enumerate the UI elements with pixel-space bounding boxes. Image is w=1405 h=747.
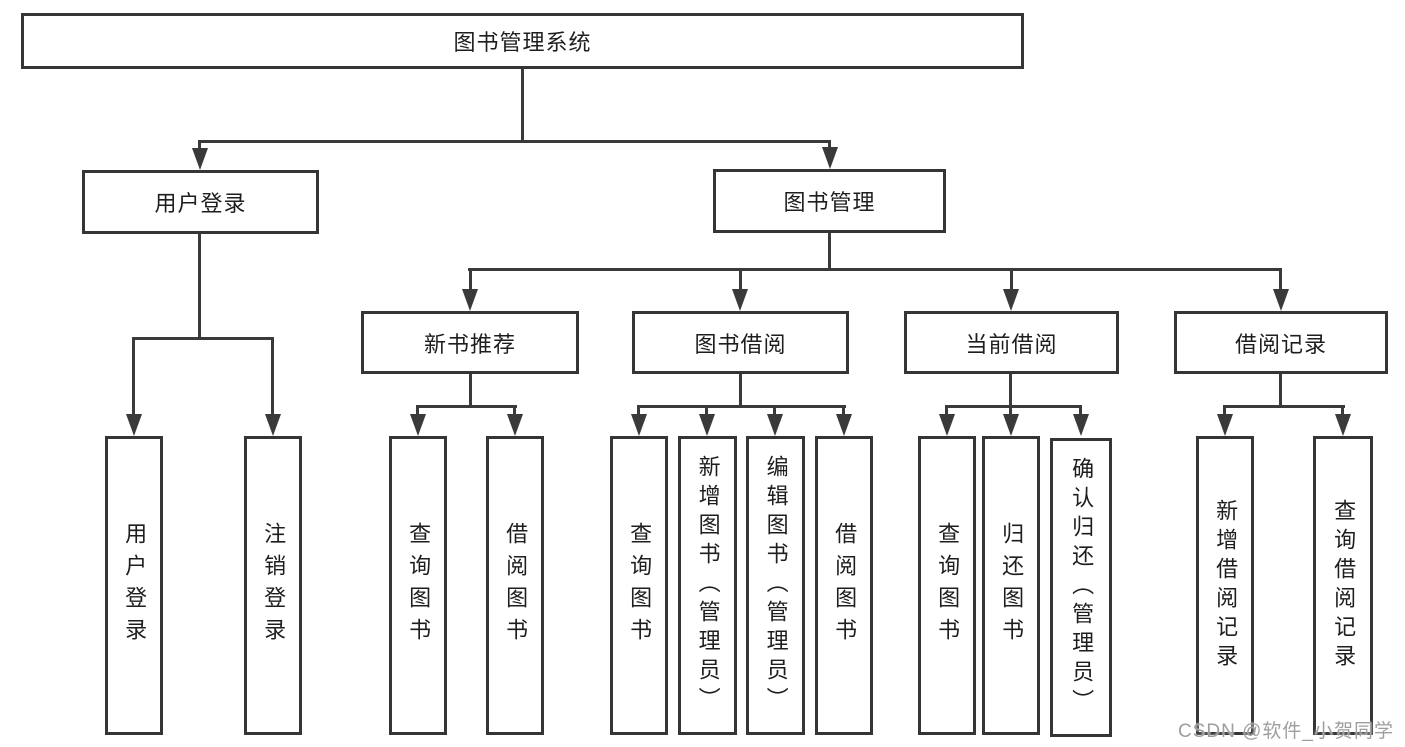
connector-group-bus: [945, 405, 1082, 408]
leaf-query-book-1-label: 查询图书: [406, 521, 432, 650]
connector-bookmgmt-bus: [468, 268, 1282, 271]
leaf-confirm-return-admin: 确认归还（管理员）: [1050, 438, 1112, 737]
arrow-down-icon: [126, 414, 142, 436]
leaf-user-login: 用户登录: [105, 436, 163, 735]
connector-drop-leaf: [945, 405, 948, 417]
leaf-add-borrow-record-label: 新增借阅记录: [1213, 498, 1239, 673]
connector-group-stem: [469, 374, 472, 408]
connector-root-bus: [198, 140, 831, 143]
leaf-borrow-book-2-label: 借阅图书: [832, 521, 858, 650]
node-book-borrow-label: 图书借阅: [694, 331, 787, 357]
node-current-borrow-label: 当前借阅: [965, 331, 1058, 357]
arrow-down-icon: [1003, 289, 1019, 311]
connector-group-stem: [1279, 374, 1282, 408]
node-current-borrow: 当前借阅: [904, 311, 1119, 374]
connector-drop-leaf: [1223, 405, 1226, 417]
leaf-edit-book-admin: 编辑图书（管理员）: [746, 436, 805, 735]
connector-drop-leaf: [842, 405, 845, 417]
arrow-down-icon: [265, 414, 281, 436]
leaf-query-book-3: 查询图书: [918, 436, 976, 735]
node-root-label: 图书管理系统: [453, 30, 592, 55]
connector-drop-leaf: [1341, 405, 1344, 417]
arrow-down-icon: [1335, 414, 1351, 436]
leaf-return-book-label: 归还图书: [999, 521, 1025, 650]
arrow-down-icon: [410, 414, 426, 436]
connector-drop-leaf: [271, 337, 274, 417]
connector-drop-leaf: [637, 405, 640, 417]
leaf-query-borrow-record: 查询借阅记录: [1313, 436, 1373, 735]
leaf-query-book-1: 查询图书: [389, 436, 447, 735]
connector-drop-leaf: [705, 405, 708, 417]
leaf-return-book: 归还图书: [982, 436, 1040, 735]
leaf-query-borrow-record-label: 查询借阅记录: [1331, 498, 1357, 673]
connector-bookmgmt-stem: [828, 233, 831, 271]
connector-drop-book-mgmt: [828, 140, 831, 152]
connector-group-stem: [739, 374, 742, 408]
arrow-down-icon: [1073, 414, 1089, 436]
node-book-borrow: 图书借阅: [632, 311, 849, 374]
connector-drop-user-login: [198, 140, 201, 152]
node-user-login-label: 用户登录: [154, 191, 247, 216]
arrow-down-icon: [462, 289, 478, 311]
connector-drop-group: [1010, 268, 1013, 292]
connector-user-stem: [198, 234, 201, 340]
arrow-down-icon: [507, 414, 523, 436]
leaf-logout: 注销登录: [244, 436, 302, 735]
leaf-borrow-book-1-label: 借阅图书: [503, 521, 529, 650]
arrow-down-icon: [1217, 414, 1233, 436]
node-borrow-record-label: 借阅记录: [1234, 331, 1327, 357]
node-book-management-label: 图书管理: [783, 190, 876, 215]
arrow-down-icon: [732, 289, 748, 311]
connector-drop-leaf: [416, 405, 419, 417]
arrow-down-icon: [939, 414, 955, 436]
leaf-edit-book-admin-label: 编辑图书（管理员）: [763, 455, 789, 716]
connector-group-stem: [1009, 374, 1012, 408]
leaf-add-book-admin: 新增图书（管理员）: [678, 436, 737, 735]
arrow-down-icon: [1003, 414, 1019, 436]
connector-group-bus: [1223, 405, 1345, 408]
node-new-book-recommend: 新书推荐: [361, 311, 579, 374]
node-new-book-recommend-label: 新书推荐: [423, 331, 516, 357]
leaf-borrow-book-1: 借阅图书: [486, 436, 544, 735]
leaf-add-book-admin-label: 新增图书（管理员）: [695, 455, 721, 716]
connector-drop-leaf: [773, 405, 776, 417]
arrow-down-icon: [767, 414, 783, 436]
arrow-down-icon: [1273, 289, 1289, 311]
connector-drop-group: [739, 268, 742, 292]
node-book-management: 图书管理: [713, 169, 946, 233]
node-root-system: 图书管理系统: [21, 13, 1024, 69]
node-borrow-record: 借阅记录: [1174, 311, 1388, 374]
connector-drop-leaf: [1079, 405, 1082, 417]
connector-user-bus: [132, 337, 274, 340]
connector-drop-leaf: [1009, 405, 1012, 417]
arrow-down-icon: [836, 414, 852, 436]
node-user-login: 用户登录: [82, 170, 319, 234]
connector-drop-leaf: [513, 405, 516, 417]
leaf-borrow-book-2: 借阅图书: [815, 436, 873, 735]
connector-group-bus: [637, 405, 846, 408]
leaf-query-book-3-label: 查询图书: [935, 521, 961, 650]
leaf-confirm-return-admin-label: 确认归还（管理员）: [1069, 457, 1095, 718]
arrow-down-icon: [631, 414, 647, 436]
arrow-down-icon: [822, 147, 838, 169]
leaf-logout-label: 注销登录: [261, 521, 287, 650]
arrow-down-icon: [192, 148, 208, 170]
leaf-query-book-2: 查询图书: [610, 436, 668, 735]
leaf-user-login-label: 用户登录: [122, 521, 148, 650]
arrow-down-icon: [699, 414, 715, 436]
leaf-query-book-2-label: 查询图书: [627, 521, 653, 650]
connector-drop-group: [1279, 268, 1282, 292]
connector-drop-leaf: [132, 337, 135, 417]
connector-root-stem: [521, 69, 524, 143]
connector-group-bus: [416, 405, 517, 408]
connector-drop-group: [469, 268, 472, 292]
leaf-add-borrow-record: 新增借阅记录: [1196, 436, 1254, 735]
csdn-watermark: CSDN @软件_小贺同学: [1178, 721, 1394, 742]
